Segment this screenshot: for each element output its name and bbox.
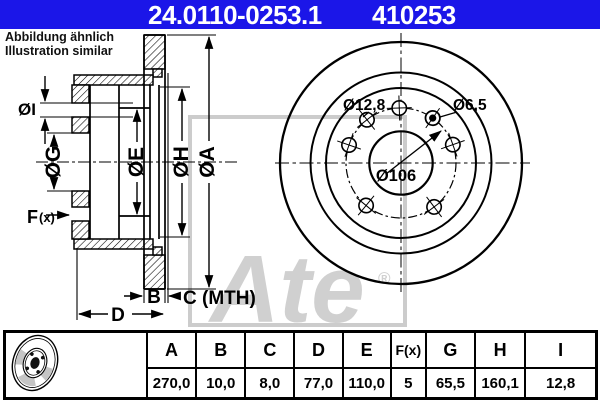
value-b: 10,0 [195,367,247,400]
col-header-a: A [145,330,198,370]
dim-label-h: ØH [170,146,193,178]
dimension-labels: ØA ØH ØE ØG ØI F (x) B C (MTH) D [18,100,256,326]
disc-thumbnail-cell [3,330,148,400]
stud-hole [423,196,445,218]
value-c: 8,0 [244,367,296,400]
pin-hole [424,107,441,129]
value-fx: 5 [389,367,427,400]
hole-diameter-label: Ø12,8 [343,97,386,114]
part-number: 24.0110-0253.1 [148,0,322,30]
value-i: 12,8 [524,367,598,400]
dim-label-d: D [111,305,125,326]
col-header-d: D [293,330,344,370]
stud-hole [440,132,465,157]
technical-drawing: Ate ® [18,33,530,332]
spec-table: A B C D E F(x) G H I 270,0 10,0 8,0 77,0… [3,330,598,400]
stud-hole [356,195,377,216]
dim-label-g: ØG [42,146,65,179]
col-header-fx: F(x) [389,330,427,370]
dim-label-i: ØI [18,100,36,119]
note-line-en: Illustration similar [5,43,113,58]
value-h: 160,1 [474,367,527,400]
value-a: 270,0 [145,367,198,400]
front-view: Ø12,8 Ø6,5 Ø106 [275,33,530,292]
ate-watermark: Ate ® [188,115,407,332]
catalog-number: 410253 [372,0,456,30]
watermark-registered-icon: ® [378,269,391,288]
pin-diameter-label: Ø6,5 [453,97,487,114]
value-g: 65,5 [424,367,477,400]
dim-label-f-sub: (x) [39,210,55,225]
bolt-circle-label: Ø106 [376,167,416,185]
front-view-labels: Ø12,8 Ø6,5 Ø106 [343,97,487,185]
stud-holes [337,95,465,218]
dim-label-b: B [147,287,161,308]
disc-thumbnail [11,334,59,392]
hole-dia-leader [362,111,370,118]
stud-hole [386,95,412,121]
col-header-c: C [244,330,296,370]
value-e: 110,0 [341,367,392,400]
braking-band-circle [309,71,493,255]
note-line-de: Abbildung ähnlich [5,30,115,44]
stud-hole [337,133,362,157]
outer-diameter-circle [278,40,524,286]
dim-label-f: F [27,207,38,227]
col-header-i: I [524,330,598,370]
col-header-g: G [424,330,477,370]
dim-label-c: C (MTH) [183,288,256,309]
similarity-note: Abbildung ähnlich Illustration similar [5,30,115,58]
col-header-h: H [474,330,527,370]
watermark-text: Ate [208,236,365,332]
pin-dia-leader [439,111,458,118]
col-header-b: B [195,330,247,370]
col-header-e: E [341,330,392,370]
dim-label-a: ØA [196,146,219,178]
header-bar: 24.0110-0253.1 410253 [0,0,600,30]
value-d: 77,0 [293,367,344,400]
bolt-circle-arrow [385,130,442,175]
cross-section-view: ØA ØH ØE ØG ØI F (x) B C (MTH) D [18,34,256,326]
hat-circle [325,87,477,239]
dim-label-e: ØE [125,147,148,177]
extension-lines [40,34,216,320]
section-hatch [71,34,166,290]
center-bore-circle [368,130,434,196]
dimension-lines [40,35,214,319]
